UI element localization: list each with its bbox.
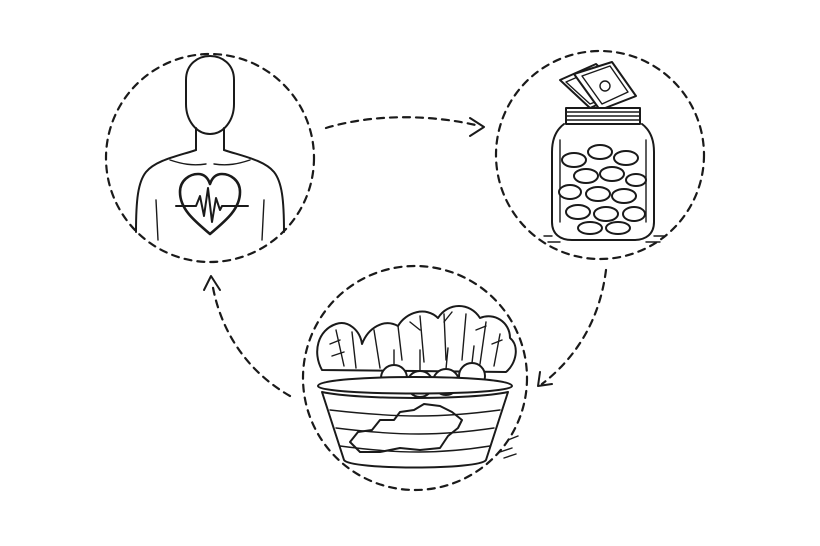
node-produce-circle bbox=[301, 264, 529, 492]
arrowhead-icon bbox=[537, 371, 553, 387]
node-health bbox=[104, 52, 316, 264]
banknote-icon bbox=[559, 61, 637, 111]
arrowhead-icon bbox=[203, 275, 221, 291]
coins-icon bbox=[558, 144, 647, 235]
leafy-greens-icon bbox=[316, 305, 517, 373]
node-produce bbox=[301, 264, 529, 492]
node-savings-circle bbox=[494, 49, 706, 261]
arrowhead-icon bbox=[469, 117, 485, 137]
money-jar-icon bbox=[543, 61, 665, 243]
node-health-circle bbox=[104, 52, 316, 264]
vegetable-basket-kentucky-icon bbox=[316, 305, 519, 469]
node-savings bbox=[494, 49, 706, 261]
edge-savings-to-produce bbox=[537, 268, 608, 387]
person-with-heart-icon bbox=[135, 55, 285, 241]
edge-health-to-savings bbox=[324, 116, 485, 137]
edge-produce-to-health bbox=[203, 275, 292, 398]
kentucky-outline-icon bbox=[349, 403, 463, 453]
